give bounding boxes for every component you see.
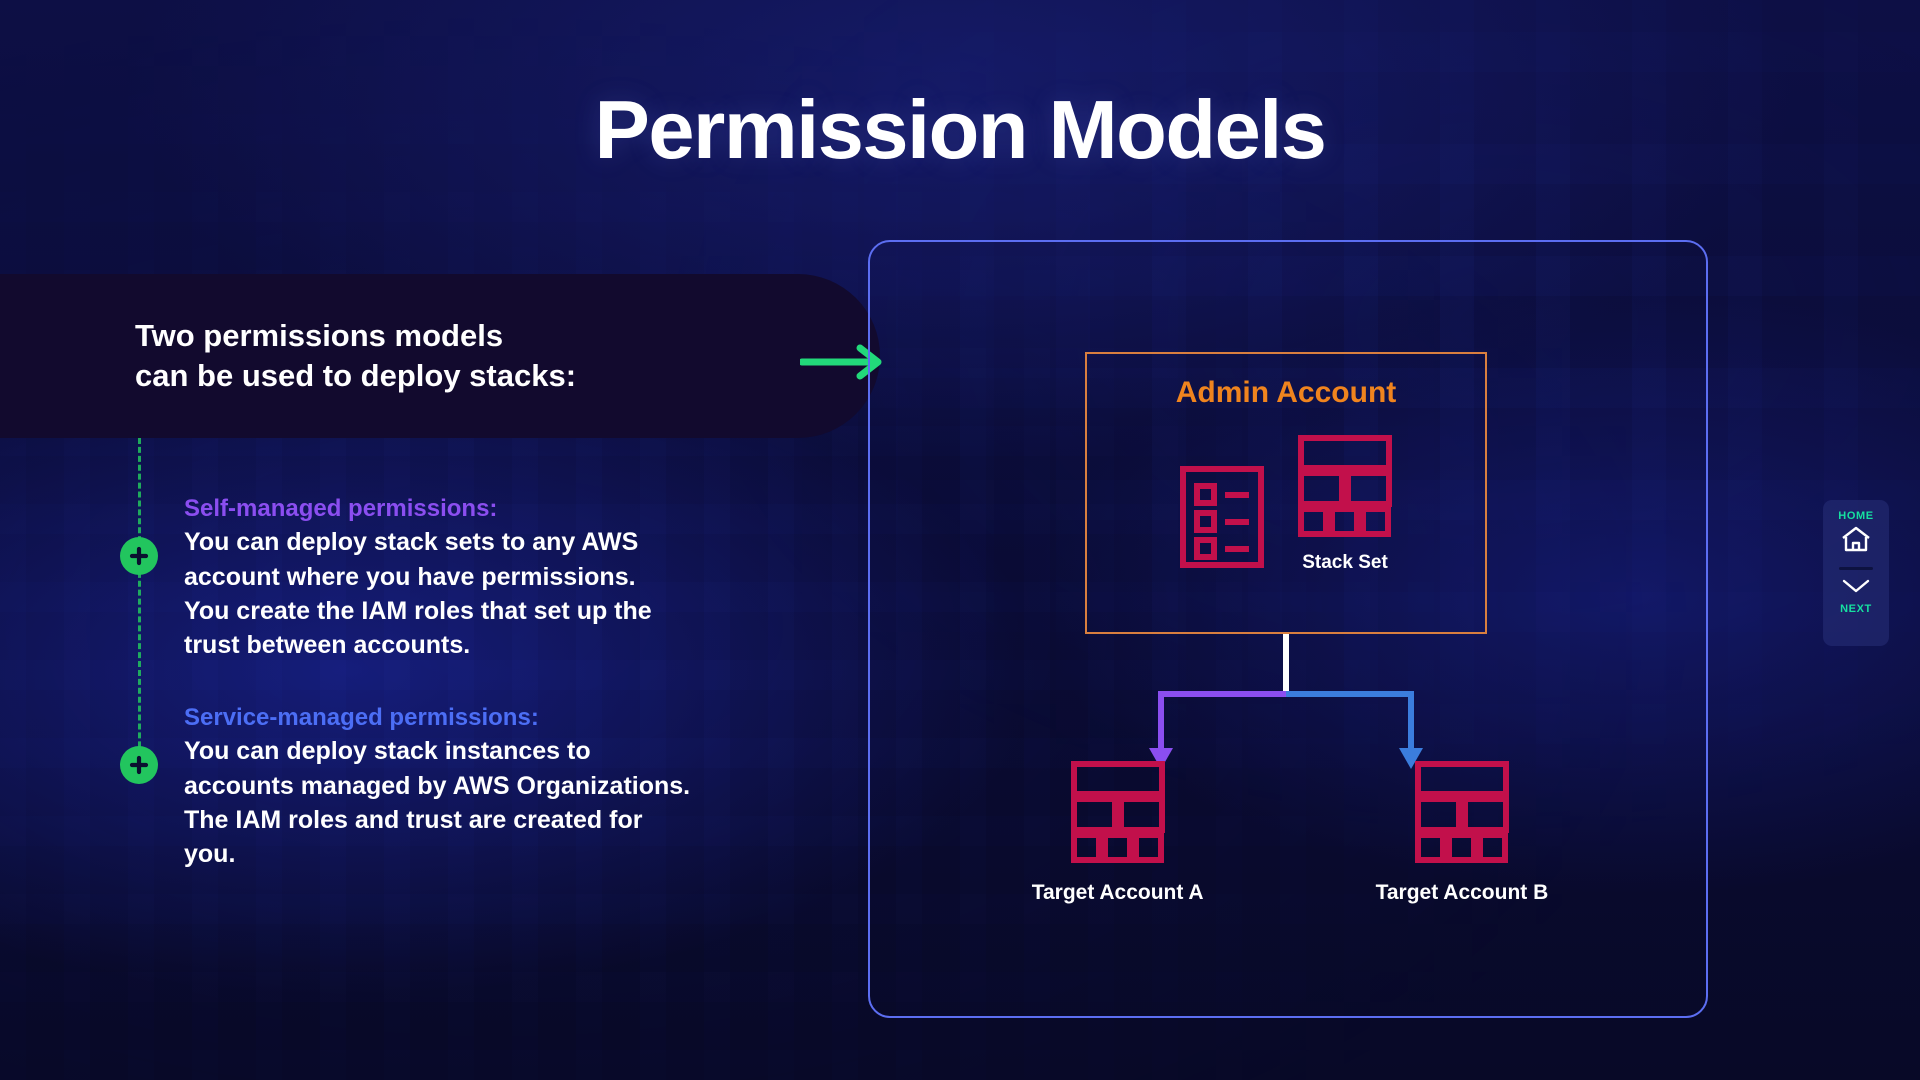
list-item: Service-managed permissions: You can dep… xyxy=(120,702,780,871)
home-label: HOME xyxy=(1838,510,1874,522)
callout-panel: Two permissions models can be used to de… xyxy=(0,274,880,438)
chevron-down-icon[interactable] xyxy=(1840,577,1872,600)
bullet-heading: Self-managed permissions: xyxy=(184,495,498,522)
list-item: Self-managed permissions: You can deploy… xyxy=(120,493,780,662)
bullet-heading: Service-managed permissions: xyxy=(184,704,539,731)
callout-text: Two permissions models can be used to de… xyxy=(135,317,577,393)
page-title: Permission Models xyxy=(594,83,1327,176)
target-account-b: Target Account B xyxy=(1375,760,1549,905)
stack-grid-icon xyxy=(1297,435,1393,542)
checklist-icon xyxy=(1179,465,1265,574)
home-icon[interactable] xyxy=(1840,525,1872,558)
target-account-b-label: Target Account B xyxy=(1375,881,1549,904)
bullet-text: You can deploy stack instances to accoun… xyxy=(184,737,691,869)
target-account-a: Target Account A xyxy=(1032,760,1204,905)
slide-navigation[interactable]: HOME NEXT xyxy=(1823,500,1889,646)
architecture-diagram: Admin Account xyxy=(868,240,1708,1018)
admin-account-title: Admin Account xyxy=(1175,376,1397,409)
stack-set-label: Stack Set xyxy=(1302,552,1388,573)
target-accounts-row: Target Account A Target Account B xyxy=(870,760,1710,905)
green-right-arrow-icon xyxy=(798,342,886,387)
stack-grid-icon xyxy=(1070,761,1166,868)
target-account-a-label: Target Account A xyxy=(1031,881,1204,904)
admin-account-box: Admin Account xyxy=(1085,352,1487,634)
plus-circle-icon[interactable] xyxy=(120,746,158,784)
plus-circle-icon[interactable] xyxy=(120,537,158,575)
nav-divider xyxy=(1839,567,1873,570)
dashed-timeline xyxy=(138,438,141,783)
next-label: NEXT xyxy=(1840,603,1872,615)
bullet-text: You can deploy stack sets to any AWS acc… xyxy=(184,528,652,660)
stack-grid-icon xyxy=(1414,761,1510,868)
